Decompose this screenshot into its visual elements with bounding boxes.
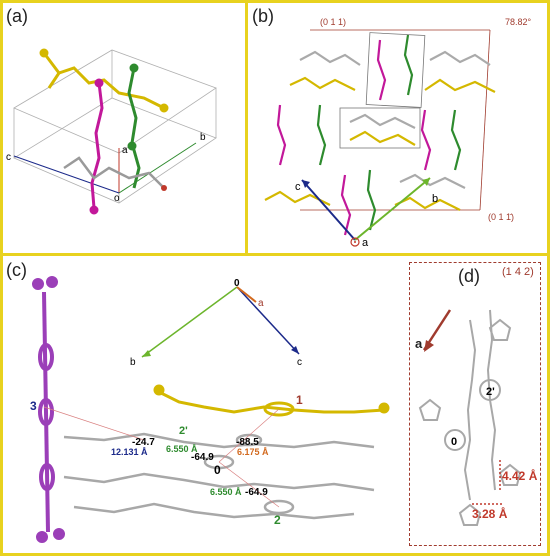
molecule-yellow-3 — [349, 130, 416, 146]
distance-1-label: 4.42 Å — [502, 468, 538, 483]
molecule-2p-label: 2' — [486, 386, 495, 398]
molecule-magenta-4 — [340, 174, 352, 236]
molecule-3-label: 3 — [30, 399, 37, 413]
angle-label-3: -64.9 — [191, 452, 214, 463]
molecule-gray-4 — [399, 173, 466, 189]
panel-c-figure: 0 a b c 3 1 0 2 2' -24.7 -88.5 -64.9 -64 — [30, 276, 390, 543]
axis-c-arrow — [236, 286, 300, 355]
panel-a-label: (a) — [6, 6, 28, 26]
molecule-gray-stack — [63, 432, 375, 520]
panel-d-box — [409, 262, 541, 546]
panel-b-figure: (0 1 1) 78.82° (0 1 1̄) c b a — [264, 17, 532, 249]
axis-a-arrow — [236, 286, 257, 303]
molecule-3-purple — [32, 276, 65, 543]
axis-b-arrowhead — [422, 178, 430, 186]
distance-guides — [43, 406, 280, 508]
axis-b-line — [118, 142, 197, 194]
axis-c-line — [13, 155, 120, 194]
axis-a-label: a — [122, 145, 128, 156]
molecule-green-4 — [366, 169, 377, 231]
molecule-0-label: 0 — [214, 463, 221, 477]
molecule-green-2 — [316, 104, 327, 166]
origin-label: o — [114, 193, 120, 204]
axis-a-arrowhead — [424, 340, 434, 352]
distance-2-label: 3.28 Å — [472, 506, 508, 521]
plane-right-label: (0 1 1̄) — [488, 212, 514, 222]
molecule-2p-label: 2' — [179, 425, 188, 437]
axis-c-label: c — [6, 152, 11, 163]
horizontal-divider — [0, 253, 550, 256]
panel-b-label: (b) — [252, 6, 274, 26]
molecule-gray-1 — [299, 50, 361, 66]
axis-c-label: c — [295, 181, 301, 193]
panel-a-figure: a b c o — [6, 48, 217, 215]
axis-a-label: a — [362, 237, 369, 249]
molecule-magenta-1 — [376, 39, 387, 101]
molecule-gray-2 — [429, 50, 491, 66]
axis-origin-label: 0 — [234, 278, 240, 289]
molecule-yellow-1 — [289, 76, 356, 91]
axis-b-arrow — [354, 177, 431, 241]
angle-label-1: -24.7 — [132, 437, 155, 448]
lattice-outline — [300, 29, 491, 211]
axis-b-label: b — [432, 193, 438, 205]
molecule-2-label: 2 — [274, 513, 281, 527]
axis-a-dot — [354, 241, 356, 243]
axis-b-arrowhead — [142, 350, 151, 357]
molecule-green-3 — [450, 109, 462, 171]
plane-top-label: (0 1 1) — [320, 17, 346, 27]
molecule-green-1 — [403, 34, 414, 96]
axis-a-symbol — [350, 237, 360, 247]
distance-label-1: 12.131 Å — [111, 447, 148, 457]
molecule-magenta-2 — [276, 104, 287, 166]
molecule-yellow-2 — [424, 78, 496, 93]
distance-label-3: 6.175 Å — [237, 447, 269, 457]
panel-c-label: (c) — [6, 260, 27, 280]
molecule-gray-3 — [349, 113, 416, 129]
axis-b-arrow — [141, 286, 238, 358]
angle-label-2: -88.5 — [236, 437, 259, 448]
panel-d-plane-label: (1 4 2) — [502, 266, 534, 278]
panel-d-figure: a 2' 0 4.42 Å 3.28 Å — [415, 309, 538, 526]
molecule-1-yellow — [153, 384, 390, 417]
distance-label-2: 6.550 Å — [166, 444, 198, 454]
angle-label: 78.82° — [505, 17, 532, 27]
molecule-stack-d — [418, 309, 522, 526]
molecule-gray — [63, 156, 167, 191]
molecule-1-label: 1 — [296, 393, 303, 407]
molecule-magenta-3 — [420, 109, 432, 171]
molecule-magenta — [89, 78, 104, 215]
axis-a-label: a — [258, 298, 264, 309]
molecule-yellow-4 — [264, 190, 331, 206]
angle-label-4: -64.9 — [245, 487, 268, 498]
axis-b-label: b — [200, 132, 206, 143]
axis-b-label: b — [130, 357, 136, 368]
distance-label-4: 6.550 Å — [210, 487, 242, 497]
panel-d-label: (d) — [458, 266, 480, 286]
axis-c-label: c — [297, 357, 302, 368]
axis-c-arrowhead — [302, 180, 310, 188]
axis-c-arrowhead — [291, 346, 299, 354]
axis-c-arrow — [301, 179, 356, 241]
molecule-green — [127, 63, 141, 189]
group-box-middle — [339, 107, 421, 149]
molecule-yellow-5 — [394, 196, 461, 211]
vertical-divider — [245, 0, 248, 255]
molecule-0-label: 0 — [451, 436, 457, 448]
group-box-top — [365, 32, 426, 108]
unit-cell-box — [13, 49, 217, 204]
axis-a-label: a — [415, 336, 423, 351]
